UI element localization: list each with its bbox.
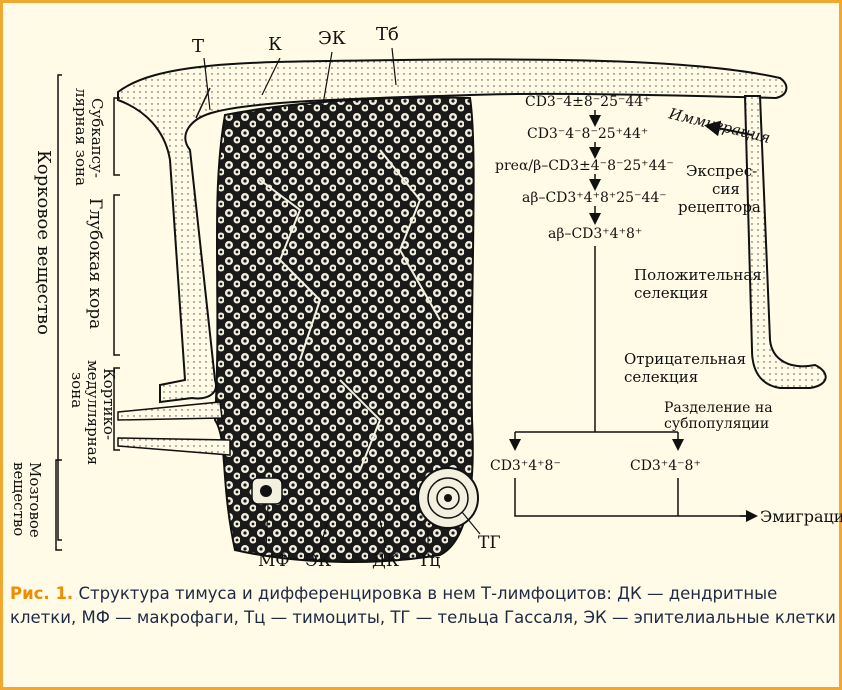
figure-caption: Рис. 1. Структура тимуса и дифференциров… [10, 582, 838, 630]
label-k: К [268, 34, 282, 55]
label-t: Т [192, 36, 204, 57]
label-tb: Тб [376, 24, 399, 45]
division-2: субпопуляции [664, 416, 769, 432]
label-ek-bottom: ЭК [305, 551, 331, 571]
thymus-diagram: Т К ЭК Тб Корковое вещество Субкапсу- ля… [0, 0, 842, 580]
stage-5: aβ–CD3⁺4⁺8⁺ [548, 226, 642, 242]
label-tc: Тц [418, 551, 440, 571]
caption-text: Структура тимуса и дифференцировка в нем… [10, 584, 836, 627]
negative-selection-2: селекция [624, 368, 698, 386]
subpop-left: CD3⁺4⁺8⁻ [490, 458, 561, 474]
label-medulla-2: вещество [10, 462, 28, 536]
label-dk: ДК [372, 551, 399, 571]
stage-2: CD3⁻4⁻8⁻25⁺44⁺ [527, 126, 648, 142]
positive-selection-1: Положительная [634, 266, 762, 284]
vessels [118, 402, 230, 455]
expression-1: Экспрес- [686, 162, 757, 180]
expression-2: сия [712, 180, 740, 198]
stage-1: CD3⁻4±8⁻25⁻44⁺ [525, 94, 651, 110]
label-tg: ТГ [478, 533, 501, 553]
label-subcapsular-2: лярная зона [72, 88, 90, 186]
thymic-lobule [215, 98, 478, 562]
label-deep-cortex: Глубокая кора [85, 198, 105, 329]
label-cortex: Корковое вещество [33, 150, 54, 335]
emigration-label: Эмиграция [760, 507, 842, 526]
stage-3: preα/β–CD3±4⁻8⁻25⁺44⁻ [495, 158, 674, 174]
label-ek-top: ЭК [318, 28, 346, 49]
label-mf: МФ [258, 551, 290, 571]
figure-label: Рис. 1. [10, 584, 73, 603]
positive-selection-2: селекция [634, 284, 708, 302]
negative-selection-1: Отрицательная [624, 350, 746, 368]
label-corticomedullary-3: зона [68, 372, 86, 408]
stage-4: aβ–CD3⁺4⁺8⁺25⁻44⁻ [522, 190, 667, 206]
subpop-right: CD3⁺4⁻8⁺ [630, 458, 701, 474]
expression-3: рецептора [678, 198, 761, 216]
division-1: Разделение на [664, 400, 773, 416]
